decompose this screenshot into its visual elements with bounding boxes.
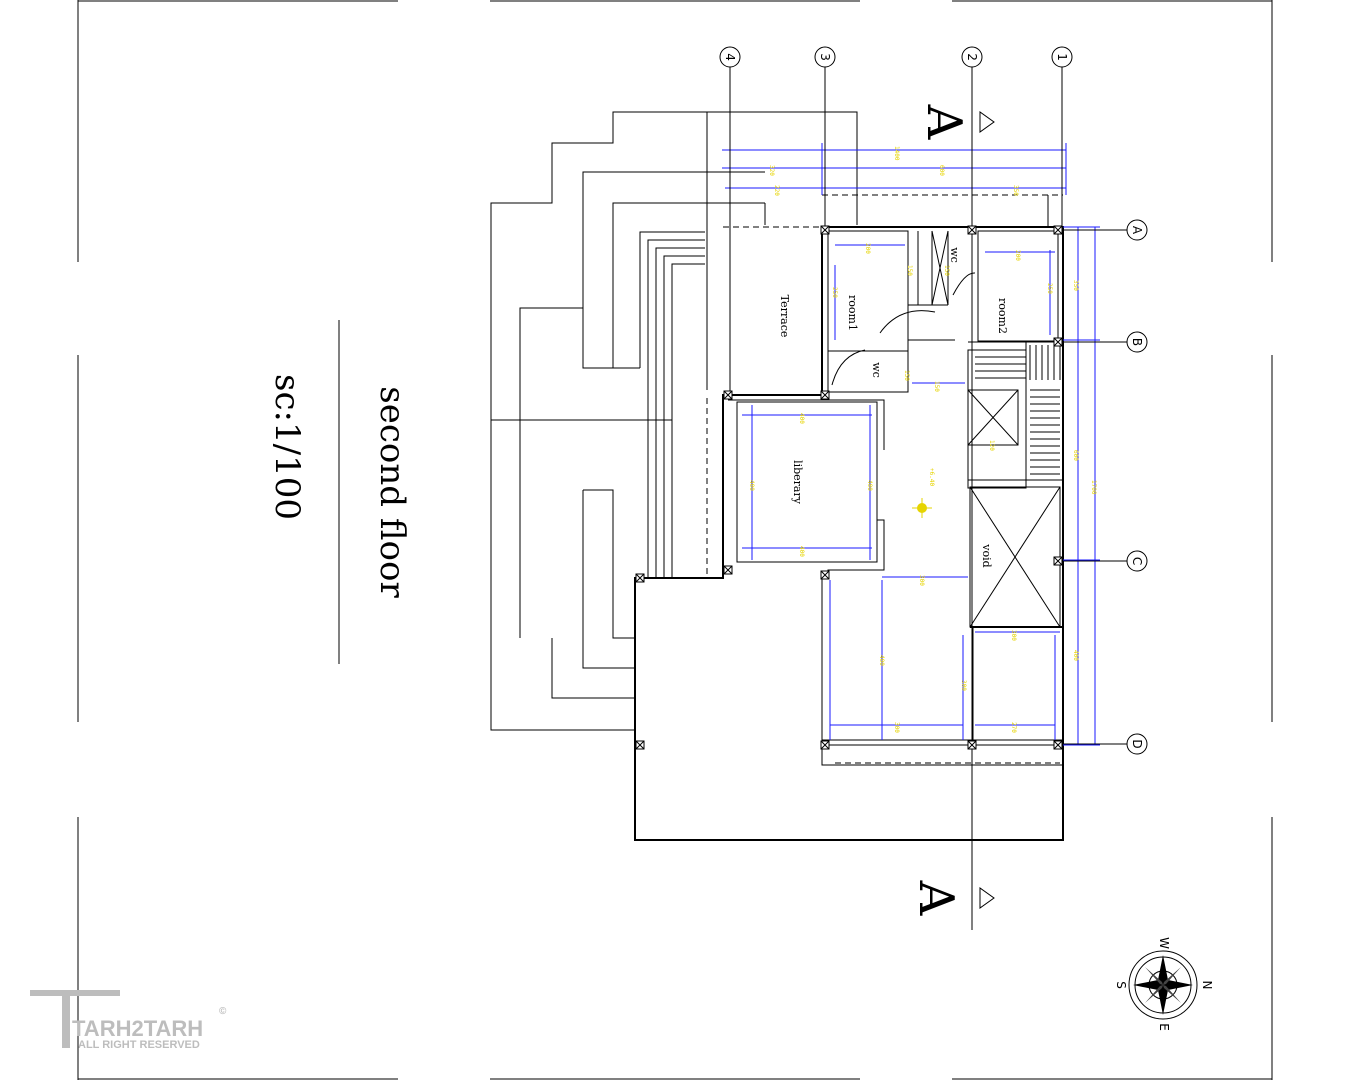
column-1: [1053, 225, 1063, 235]
title-block: second floor sc:1/100: [267, 320, 412, 664]
column-7: [1053, 556, 1063, 566]
svg-text:350: 350: [1072, 280, 1079, 291]
axis-bubble-2: 2: [961, 46, 983, 68]
svg-text:1700: 1700: [1090, 480, 1097, 495]
column-2: [967, 225, 977, 235]
dimension-lines: [722, 143, 1100, 746]
svg-text:2: 2: [965, 53, 979, 61]
sheet-border: [77, 0, 1273, 1080]
svg-text:1: 1: [1055, 53, 1069, 61]
dimension-values: 1400 320 600 350 220 350 600 400 1700 20…: [748, 146, 1097, 733]
svg-text:250: 250: [831, 287, 838, 298]
drawing-scale: sc:1/100: [267, 374, 307, 520]
svg-text:400: 400: [1072, 650, 1079, 661]
watermark-rights: ALL RIGHT RESERVED: [78, 1039, 200, 1051]
svg-text:220: 220: [773, 185, 780, 196]
axis-bubble-D: D: [1126, 733, 1148, 755]
column-13: [820, 740, 830, 750]
svg-text:350: 350: [1012, 185, 1019, 196]
column-11: [1053, 740, 1063, 750]
label-void: void: [980, 543, 993, 567]
svg-text:300: 300: [960, 680, 967, 691]
svg-text:A: A: [1130, 226, 1144, 235]
section-mark-bottom: A: [908, 880, 995, 917]
svg-text:200: 200: [1014, 250, 1021, 261]
axis-bubble-C: C: [1126, 550, 1148, 572]
label-room1: room1: [846, 295, 859, 331]
svg-text:D: D: [1130, 739, 1144, 748]
watermark-copyright: ©: [219, 1006, 227, 1017]
svg-text:250: 250: [1046, 283, 1053, 294]
svg-text:400: 400: [798, 413, 805, 424]
axis-bubble-A: A: [1126, 219, 1148, 241]
label-library: liberary: [791, 460, 804, 505]
stair: [968, 341, 1064, 481]
svg-text:400: 400: [748, 480, 755, 491]
svg-text:150: 150: [906, 265, 913, 276]
column-5: [820, 390, 830, 400]
watermark-logo: TARH2TARH ALL RIGHT RESERVED ©: [30, 990, 227, 1051]
svg-text:300: 300: [918, 575, 925, 586]
svg-text:C: C: [1130, 557, 1144, 565]
svg-text:A: A: [908, 880, 964, 917]
svg-text:150: 150: [943, 265, 950, 276]
svg-text:A: A: [916, 104, 972, 141]
svg-text:3: 3: [818, 53, 832, 61]
svg-text:+6.40: +6.40: [928, 468, 935, 486]
svg-text:E: E: [1157, 1023, 1171, 1031]
watermark-brand: TARH2TARH: [72, 1016, 203, 1041]
svg-text:320: 320: [768, 165, 775, 176]
svg-text:600: 600: [938, 165, 945, 176]
svg-text:1400: 1400: [893, 146, 900, 161]
north-compass-icon: W E N S: [1114, 937, 1214, 1031]
svg-text:S: S: [1114, 981, 1128, 989]
column-10: [635, 573, 645, 583]
svg-text:300: 300: [893, 722, 900, 733]
svg-text:400: 400: [878, 655, 885, 666]
svg-text:W: W: [1157, 937, 1171, 949]
svg-text:300: 300: [1010, 630, 1017, 641]
axis-bubble-3: 3: [814, 46, 836, 68]
terrace-outlines: [490, 111, 858, 731]
label-terrace: Terrace: [778, 295, 791, 338]
drawing-title: second floor: [372, 386, 412, 598]
structural-columns: [635, 225, 1063, 750]
building-outline: [634, 194, 1064, 841]
column-6: [723, 390, 733, 400]
svg-text:200: 200: [864, 243, 871, 254]
interior-walls: [728, 230, 1063, 746]
axis-bubble-4: 4: [719, 46, 741, 68]
axis-bubble-1: 1: [1051, 46, 1073, 68]
column-4: [1053, 337, 1063, 347]
axis-bubble-B: B: [1126, 331, 1148, 353]
column-14: [635, 740, 645, 750]
svg-text:120: 120: [988, 440, 995, 451]
svg-text:600: 600: [1072, 450, 1079, 461]
label-wc-a: wc: [948, 247, 961, 263]
label-wc-b: wc: [870, 362, 883, 378]
column-9: [820, 570, 830, 580]
svg-text:N: N: [1200, 981, 1214, 990]
svg-text:400: 400: [866, 480, 873, 491]
column-12: [967, 740, 977, 750]
room-labels: Terrace room1 room2 wc wc liberary void: [778, 247, 1009, 567]
svg-text:4: 4: [723, 53, 737, 61]
level-marker: +6.40: [912, 468, 935, 518]
svg-text:B: B: [1130, 338, 1144, 346]
svg-text:400: 400: [798, 546, 805, 557]
label-room2: room2: [996, 298, 1009, 334]
column-8: [723, 565, 733, 575]
svg-text:150: 150: [933, 381, 940, 392]
column-3: [820, 225, 830, 235]
svg-text:270: 270: [1010, 722, 1017, 733]
grid-axes: 1 2 3 4 A B C D: [719, 46, 1148, 930]
section-mark-top: A: [916, 104, 995, 141]
svg-text:150: 150: [903, 370, 910, 381]
